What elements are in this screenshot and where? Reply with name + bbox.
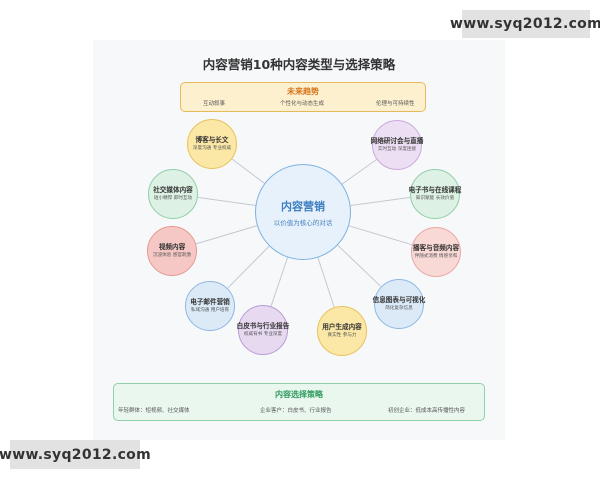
diagram-title: 内容营销10种内容类型与选择策略 [202, 57, 396, 72]
future-trends-box: 未来趋势 互动叙事 个性化与动态生成 伦理与可持续性 [180, 82, 426, 112]
node-subtitle: 知识赋能 长效价值 [415, 195, 455, 201]
strategy-item: 初创企业：低成本高传播性内容 [388, 408, 466, 414]
node-title: 播客与音频内容 [412, 244, 460, 253]
node-email: 电子邮件营销私域沟通 用户培育 [185, 281, 235, 331]
diagram-panel: 内容营销10种内容类型与选择策略 未来趋势 互动叙事 个性化与动态生成 伦理与可… [93, 40, 505, 440]
node-video: 视频内容沉浸体验 感官刺激 [147, 226, 197, 276]
node-title: 电子书与在线课程 [408, 186, 462, 195]
node-title: 白皮书与行业报告 [236, 322, 290, 331]
connector-line-whitepaper [270, 257, 289, 307]
strategy-item: 年轻群体：短视频、社交媒体 [118, 408, 190, 414]
node-ugc: 用户生成内容真实性 参与力 [317, 306, 367, 356]
connector-line-video [195, 225, 258, 245]
node-infographic: 信息图表与可视化简化复杂信息 [372, 279, 426, 329]
connector-line-ugc [317, 257, 335, 308]
node-title: 电子邮件营销 [190, 298, 230, 307]
node-blog: 博客与长文深度沟通 专业权威 [187, 119, 237, 169]
node-subtitle: 简化复杂信息 [385, 305, 413, 311]
center-subtitle: 以价值为核心的对话 [273, 218, 333, 227]
node-social: 社交媒体内容短小精悍 即时互动 [148, 169, 198, 219]
center-title: 内容营销 [281, 199, 325, 213]
node-title: 用户生成内容 [322, 323, 362, 332]
node-title: 博客与长文 [195, 136, 229, 145]
node-title: 社交媒体内容 [153, 186, 193, 195]
node-subtitle: 实时互动 深度连接 [377, 146, 417, 152]
watermark-bottom: www.syq2012.com [0, 440, 151, 469]
node-subtitle: 短小精悍 即时互动 [153, 195, 193, 201]
future-trends-title: 未来趋势 [287, 87, 319, 96]
trend-item: 个性化与动态生成 [280, 101, 325, 107]
node-subtitle: 深度沟通 专业权威 [192, 145, 232, 151]
node-podcast: 播客与音频内容伴随式消费 情感亲和 [411, 227, 461, 277]
center-node: 内容营销 以价值为核心的对话 [255, 164, 351, 260]
node-whitepaper: 白皮书与行业报告权威背书 专业深度 [236, 305, 290, 355]
node-ebook: 电子书与在线课程知识赋能 长效价值 [408, 169, 462, 219]
trend-item: 伦理与可持续性 [376, 101, 415, 107]
selection-strategy-box: 内容选择策略 年轻群体：短视频、社交媒体 企业客户：白皮书、行业报告 初创企业：… [113, 383, 485, 421]
node-subtitle: 伴随式消费 情感亲和 [414, 253, 458, 259]
node-webinar: 网络研讨会与直播实时互动 深度连接 [370, 120, 424, 170]
connector-line-infographic [337, 244, 382, 288]
connector-lines [195, 158, 413, 308]
node-subtitle: 真实性 参与力 [327, 332, 357, 338]
connector-line-blog [231, 158, 265, 184]
node-title: 视频内容 [158, 243, 186, 252]
node-subtitle: 沉浸体验 感官刺激 [152, 252, 192, 258]
selection-strategy-title: 内容选择策略 [275, 390, 323, 399]
node-subtitle: 私域沟通 用户培育 [190, 307, 230, 313]
connector-line-webinar [341, 159, 377, 185]
watermark-top: www.syq2012.com [450, 10, 600, 38]
connector-line-social [197, 196, 256, 206]
node-title: 网络研讨会与直播 [370, 137, 424, 146]
connector-line-email [227, 245, 270, 289]
connector-line-ebook [350, 196, 411, 206]
trend-item: 互动叙事 [203, 101, 226, 107]
connector-line-podcast [348, 225, 413, 246]
node-subtitle: 权威背书 专业深度 [243, 331, 283, 337]
node-title: 信息图表与可视化 [372, 296, 426, 305]
strategy-item: 企业客户：白皮书、行业报告 [260, 408, 332, 414]
